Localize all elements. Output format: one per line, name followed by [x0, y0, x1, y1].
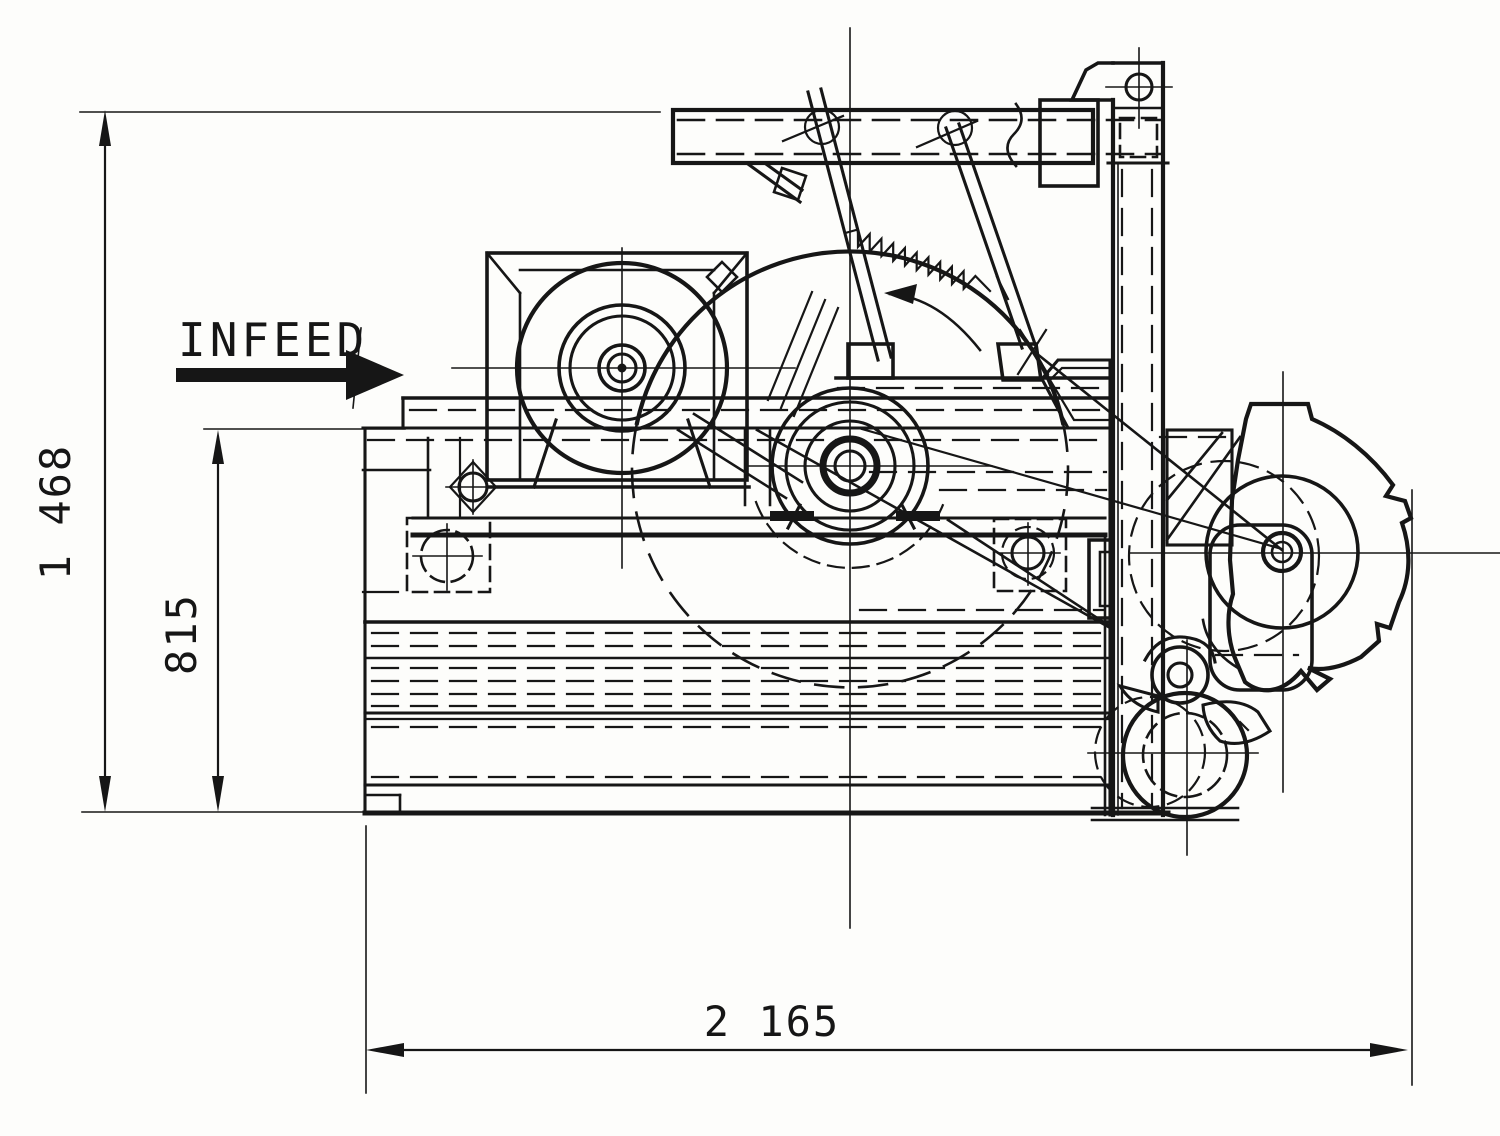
infeed-annotation: INFEED — [176, 313, 404, 409]
dim-infeed-height-value: 815 — [157, 593, 206, 675]
infeed-arrow-head — [346, 350, 404, 400]
dim-overall-length-value: 2 165 — [704, 997, 840, 1046]
infeed-label: INFEED — [178, 313, 368, 367]
dim-overall-height-value: 1 468 — [31, 444, 80, 580]
dimension-infeed-height: 815 — [157, 428, 406, 812]
table-frame — [361, 358, 1115, 627]
rotation-arrow — [884, 284, 982, 352]
motor-assembly — [485, 251, 840, 500]
infeed-arrow-shaft — [176, 368, 348, 382]
base-conveyor — [361, 358, 1240, 822]
support-rods — [755, 87, 1284, 631]
overhead-beam — [670, 98, 1162, 205]
dimension-overall-length: 2 165 — [365, 489, 1413, 1094]
crank-mechanism — [1127, 401, 1414, 693]
dimension-overall-height: 1 468 — [31, 110, 661, 813]
guide-rollers — [1093, 635, 1273, 820]
